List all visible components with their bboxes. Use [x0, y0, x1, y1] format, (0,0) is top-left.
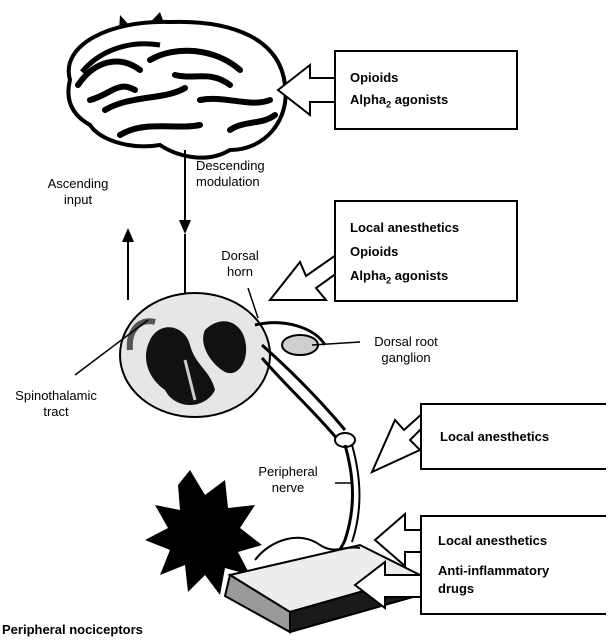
dorsal-root-pointer [312, 342, 360, 345]
spinal-drug-box: Local anesthetics Opioids Alpha2 agonist… [334, 200, 518, 302]
descending-arrowhead [179, 220, 191, 234]
brain-illustration [68, 22, 285, 158]
brain-target-arrow [278, 65, 336, 115]
periphery-drug-local-anesthetics: Local anesthetics [438, 533, 547, 549]
nerve-drug-box: Local anesthetics [420, 403, 606, 470]
periphery-drug-anti-inflammatory: Anti-inflammatory [438, 563, 549, 579]
brain-drug-opioids: Opioids [350, 70, 398, 86]
periphery-drug-anti-inflammatory-cont: drugs [438, 581, 474, 597]
brain-drug-box: Opioids Alpha2 agonists [334, 50, 518, 130]
periphery-drug-box: Local anesthetics Anti-inflammatory drug… [420, 515, 606, 615]
brain-drug-alpha2: Alpha2 agonists [350, 92, 448, 113]
spinal-target-arrow [270, 255, 344, 300]
ascending-arrowhead [122, 228, 134, 242]
spinal-drug-local-anesthetics: Local anesthetics [350, 220, 459, 236]
spinal-drug-alpha2: Alpha2 agonists [350, 268, 448, 289]
nerve-drug-local-anesthetics: Local anesthetics [440, 429, 549, 445]
spinal-cord-illustration [120, 293, 355, 447]
label-peripheral-nociceptors: Peripheral nociceptors [2, 622, 143, 638]
spinal-drug-opioids: Opioids [350, 244, 398, 260]
